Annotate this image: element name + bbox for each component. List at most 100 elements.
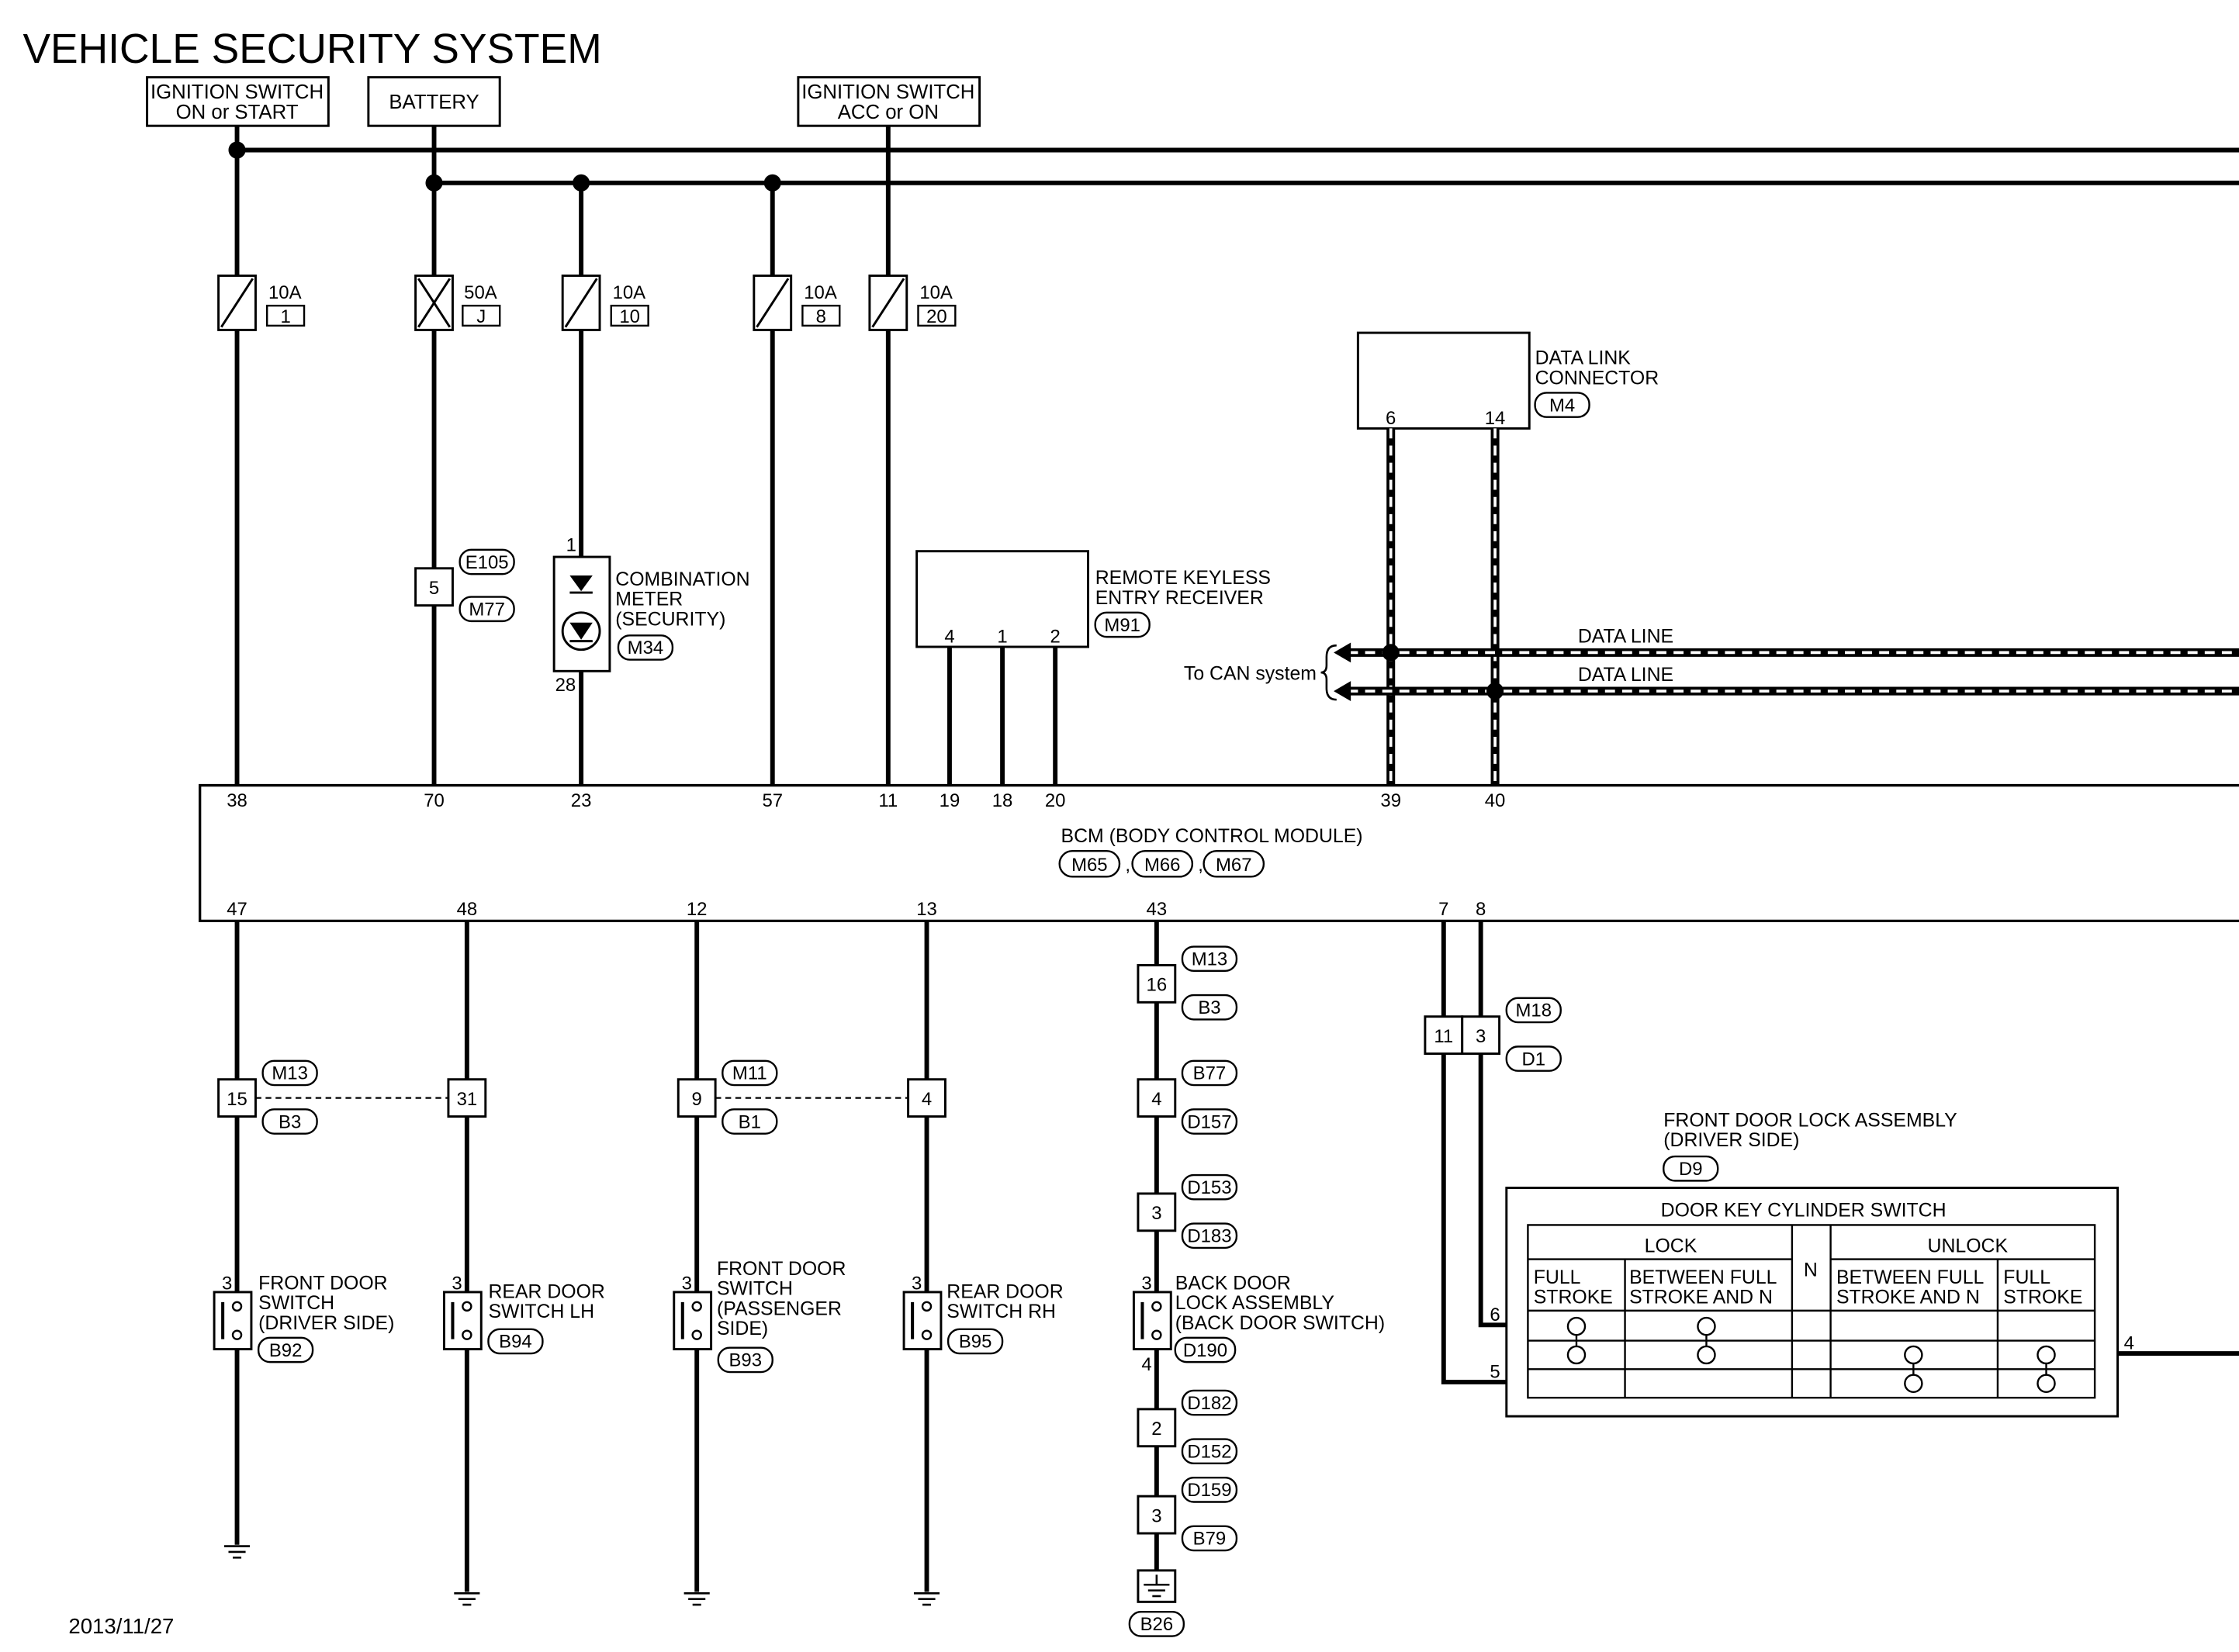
joint-conn-top: D153 xyxy=(1187,1177,1231,1198)
joint-conn-top: M18 xyxy=(1516,1001,1552,1021)
joint-conn-bottom: B79 xyxy=(1193,1529,1227,1550)
fuse-j-num: J xyxy=(476,306,486,327)
fuse-j-amp: 50A xyxy=(464,282,497,303)
can-arrow-1-icon xyxy=(1334,642,1351,663)
can-data-line-2: DATA LINE xyxy=(1578,665,1673,686)
fuse-1-amp: 10A xyxy=(268,282,302,303)
ground-icon xyxy=(683,1592,710,1606)
bcm-body-control-module: 38 70 23 57 11 19 18 20 39 40 BCM (BODY … xyxy=(199,783,2239,923)
bcm-top-pins: 38 70 23 57 11 19 18 20 39 40 xyxy=(227,790,1505,811)
joint-d182-d152: 2 D182 D152 xyxy=(1137,1389,1238,1465)
bcm-top-pin: 19 xyxy=(940,790,960,811)
switch-connector: B95 xyxy=(959,1332,992,1353)
door-lock-label-1: FRONT DOOR LOCK ASSEMBLY xyxy=(1663,1110,1957,1131)
top-wires xyxy=(234,150,1058,786)
switch-label-2: LOCK ASSEMBLY xyxy=(1175,1293,1335,1314)
power-ign-label-2: ON or START xyxy=(176,102,299,123)
joint-battery-e105: 5 E105 M77 xyxy=(414,548,515,623)
svg-text:,: , xyxy=(1198,855,1203,876)
switch-label-4: SIDE) xyxy=(717,1318,768,1339)
bcm-top-pin: 18 xyxy=(992,790,1013,811)
door-lock-pin-4: 4 xyxy=(2124,1333,2134,1354)
front-door-switch-passenger: 3 FRONT DOOR SWITCH (PASSENGER SIDE) B93 xyxy=(673,1259,846,1374)
joint-conn-bottom: D157 xyxy=(1187,1111,1231,1132)
joint-m13-b3-driver: 15 M13 B3 xyxy=(217,1059,318,1135)
joint-battery-pin: 5 xyxy=(429,578,439,599)
switch-label-1: BACK DOOR xyxy=(1175,1273,1291,1294)
joint-rear-lh: 31 xyxy=(447,1078,487,1118)
joint-battery-conn-top: E105 xyxy=(465,552,509,573)
joint-m13-b3-back: 16 M13 B3 xyxy=(1137,945,1238,1021)
ground-icon xyxy=(454,1592,480,1606)
joint-conn-top: B77 xyxy=(1193,1063,1227,1084)
dlc-label-2: CONNECTOR xyxy=(1535,368,1659,389)
ground-icon xyxy=(1144,1574,1170,1598)
switch-label-3: (PASSENGER xyxy=(717,1298,842,1319)
joint-door-lock-11: 11 xyxy=(1424,1015,1464,1056)
power-acc-label-2: ACC or ON xyxy=(838,102,939,123)
switch-label-3: (BACK DOOR SWITCH) xyxy=(1175,1313,1385,1334)
fuse-20-amp: 10A xyxy=(919,282,953,303)
col-lock-full-1: FULL xyxy=(1534,1267,1581,1288)
switch-pin: 3 xyxy=(682,1273,692,1294)
can-arrow-2-icon xyxy=(1334,681,1351,701)
bcm-label: BCM (BODY CONTROL MODULE) xyxy=(1061,826,1363,847)
meter-pin-bottom: 28 xyxy=(555,675,576,696)
back-door-lock-assembly-switch: 3 4 BACK DOOR LOCK ASSEMBLY (BACK DOOR S… xyxy=(1132,1273,1385,1375)
col-unlock-between-1: BETWEEN FULL xyxy=(1836,1267,1984,1288)
switch-pin: 3 xyxy=(1141,1273,1151,1294)
bcm-top-pin: 39 xyxy=(1380,790,1401,811)
can-to-system: To CAN system xyxy=(1184,663,1317,684)
joint-conn-top: D159 xyxy=(1187,1480,1231,1501)
joint-m11-b1-passenger: 9 M11 B1 xyxy=(677,1059,778,1135)
switch-label-1: REAR DOOR xyxy=(488,1281,604,1302)
joint-conn-top: D182 xyxy=(1187,1393,1231,1414)
joint-conn-top: M13 xyxy=(272,1063,308,1084)
col-lock-between-1: BETWEEN FULL xyxy=(1629,1267,1777,1288)
switch-connector: D190 xyxy=(1183,1340,1227,1361)
can-data-line-1: DATA LINE xyxy=(1578,626,1673,647)
power-source-battery: BATTERY xyxy=(367,76,501,127)
data-link-connector: 6 14 DATA LINK CONNECTOR M4 xyxy=(1356,331,1659,430)
fuse-10-amp: 10A xyxy=(613,282,646,303)
fuse-8-num: 8 xyxy=(816,306,826,327)
bcm-bottom-pin: 12 xyxy=(687,899,708,920)
front-door-switch-driver: 3 FRONT DOOR SWITCH (DRIVER SIDE) B92 xyxy=(213,1273,394,1363)
rke-pin-4: 4 xyxy=(944,626,954,647)
joint-d159-b79: 3 D159 B79 xyxy=(1137,1477,1238,1552)
combination-meter: 1 28 COMBINATION METER (SECURITY) M34 xyxy=(552,535,750,696)
neutral-header: N xyxy=(1804,1260,1818,1281)
joint-conn-bottom: D152 xyxy=(1187,1441,1231,1462)
joint-conn-bottom: B3 xyxy=(1198,997,1220,1018)
joint-pin: 3 xyxy=(1476,1026,1486,1047)
meter-pin-top: 1 xyxy=(566,535,576,556)
fuse-20: 10A 20 xyxy=(868,274,957,331)
joint-pin: 3 xyxy=(1151,1203,1161,1224)
switch-table xyxy=(1527,1224,2096,1399)
switch-label-2: SWITCH LH xyxy=(488,1301,594,1322)
door-lock-label-2: (DRIVER SIDE) xyxy=(1663,1130,1799,1151)
col-lock-between-2: STROKE AND N xyxy=(1629,1287,1773,1308)
joint-conn-top: M13 xyxy=(1192,949,1228,969)
rke-label-1: REMOTE KEYLESS xyxy=(1095,568,1271,589)
rear-door-switch-lh: 3 REAR DOOR SWITCH LH B94 xyxy=(442,1273,605,1355)
col-unlock-full-2: STROKE xyxy=(2003,1287,2082,1308)
page-title: VEHICLE SECURITY SYSTEM xyxy=(22,26,601,72)
bcm-top-pin: 11 xyxy=(878,790,898,811)
rke-pin-1: 1 xyxy=(997,626,1007,647)
switch-pin: 3 xyxy=(912,1273,922,1294)
fuse-10-num: 10 xyxy=(619,306,640,327)
meter-diode-icon xyxy=(569,575,593,592)
rear-door-switch-rh: 3 REAR DOOR SWITCH RH B95 xyxy=(902,1273,1064,1355)
can-data-lines: DATA LINE DATA LINE To CAN system xyxy=(1184,428,2239,786)
dlc-label-1: DATA LINK xyxy=(1535,348,1632,369)
switch-label-3: (DRIVER SIDE) xyxy=(258,1313,394,1334)
joint-d153-d183: 3 D153 D183 xyxy=(1137,1173,1238,1249)
joint-pin: 16 xyxy=(1147,975,1168,996)
rke-connector: M91 xyxy=(1104,615,1140,636)
bcm-top-pin: 38 xyxy=(227,790,247,811)
col-unlock-between-2: STROKE AND N xyxy=(1836,1287,1980,1308)
bcm-bottom-pin: 47 xyxy=(227,899,247,920)
power-source-ignition-on-start: IGNITION SWITCH ON or START xyxy=(146,76,330,127)
